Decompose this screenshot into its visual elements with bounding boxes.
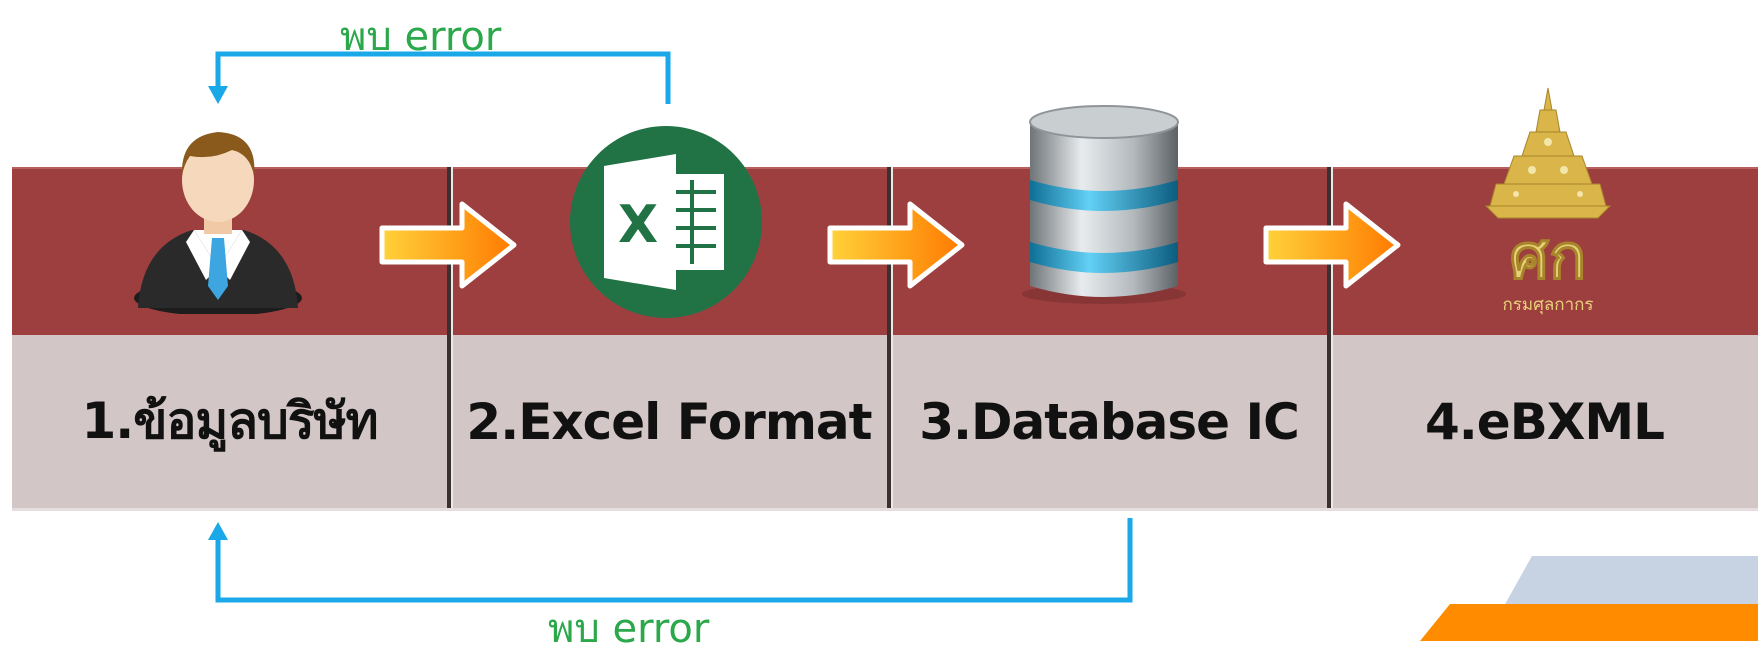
step-label-band <box>12 335 1758 511</box>
excel-icon: X <box>568 124 764 320</box>
step-2-label: 2.Excel Format <box>466 392 872 451</box>
step-3-label: 3.Database IC <box>919 392 1300 451</box>
column-divider <box>1327 167 1331 508</box>
bottom-error-label: พบ error <box>548 606 710 652</box>
column-divider <box>887 167 891 508</box>
person-icon <box>132 118 304 316</box>
column-divider <box>447 167 451 508</box>
corner-decoration <box>1420 556 1758 641</box>
top-error-label: พบ error <box>340 14 502 60</box>
flow-arrow-2 <box>826 198 968 292</box>
emblem-caption: กรมศุลกากร <box>1502 295 1593 315</box>
excel-x-glyph: X <box>618 195 658 255</box>
feedback-loops <box>208 51 1133 603</box>
step-1-label: 1.ข้อมูลบริษัท <box>81 392 378 450</box>
bottom-feedback-arrowhead <box>208 522 228 540</box>
flow-arrow-3 <box>1262 198 1404 292</box>
top-feedback-arrowhead <box>208 86 228 104</box>
database-icon <box>1020 102 1188 306</box>
emblem-monogram: ศก <box>1510 220 1587 293</box>
top-feedback-line <box>215 51 671 104</box>
bottom-feedback-line <box>215 518 1133 603</box>
step-4-label: 4.eBXML <box>1425 392 1665 451</box>
flow-arrow-1 <box>378 198 520 292</box>
customs-emblem-icon: ศก กรมศุลกากร <box>1480 86 1616 318</box>
